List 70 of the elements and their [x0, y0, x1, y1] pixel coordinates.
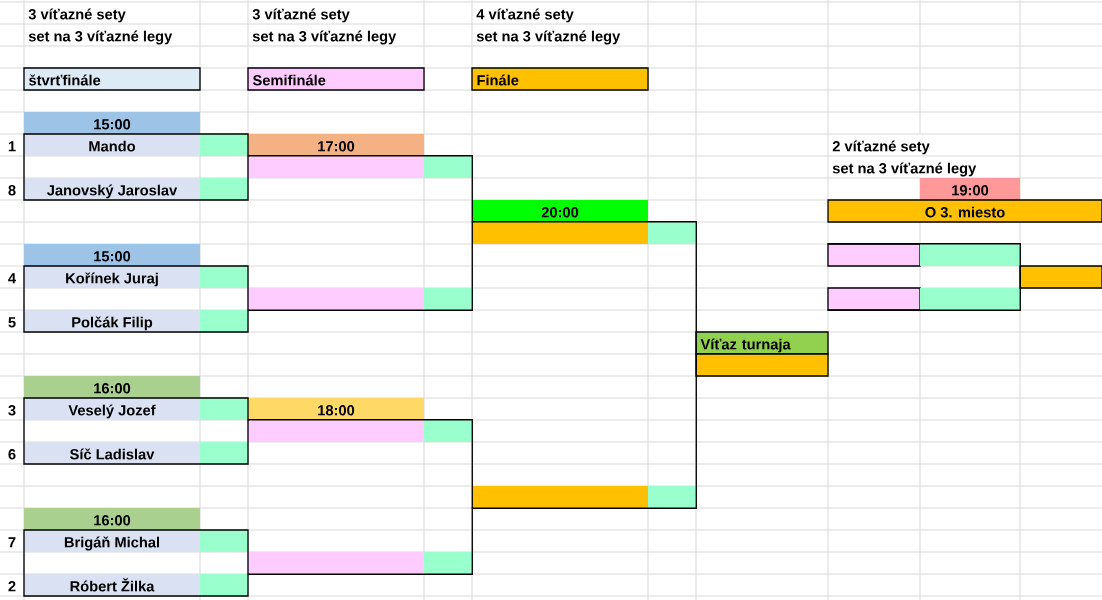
- player-cell: Síč Ladislav: [24, 442, 200, 464]
- score-cell: [200, 398, 248, 420]
- seed-number: 3: [8, 405, 16, 416]
- name-slot: [248, 420, 424, 442]
- score-cell: [424, 552, 472, 574]
- header-text: 4 víťazné sety: [476, 8, 574, 23]
- score-cell: [200, 530, 248, 552]
- seed-number: 5: [8, 317, 16, 328]
- name-slot: [472, 222, 648, 244]
- time-cell: 17:00: [248, 134, 424, 156]
- header-text: set na 3 víťazné legy: [832, 162, 977, 177]
- header-text: 3 víťazné sety: [252, 8, 350, 23]
- name-slot: [827, 287, 921, 311]
- bracket: [471, 221, 697, 509]
- time-cell: 16:00: [24, 508, 200, 530]
- score-cell: [648, 486, 696, 508]
- seed-number: 4: [8, 273, 16, 284]
- time-cell: 19:00: [920, 178, 1020, 200]
- player-cell: Mando: [24, 134, 200, 156]
- score-cell: [200, 574, 248, 596]
- winner-label: Víťaz turnaja: [695, 331, 829, 355]
- time-cell: 15:00: [24, 112, 200, 134]
- name-slot: [248, 156, 424, 178]
- score-cell: [200, 134, 248, 156]
- round-label: štvrťfinále: [23, 67, 201, 91]
- match-box: [23, 133, 249, 201]
- player-cell: Brigáň Michal: [24, 530, 200, 552]
- seed-number: 2: [8, 581, 16, 592]
- round-label: Finále: [471, 67, 649, 91]
- name-slot: [827, 243, 921, 267]
- score-cell: [424, 420, 472, 442]
- seed-number: 8: [8, 185, 16, 196]
- name-slot: [1019, 265, 1102, 289]
- match-box: [23, 529, 249, 597]
- round-label: Semifinále: [247, 67, 425, 91]
- name-slot: [248, 552, 424, 574]
- score-cell: [200, 310, 248, 332]
- name-slot: [472, 486, 648, 508]
- seed-number: 1: [8, 141, 16, 152]
- time-cell: 15:00: [24, 244, 200, 266]
- score-cell: [424, 156, 472, 178]
- header-text: set na 3 víťazné legy: [252, 30, 397, 45]
- match-box: [23, 265, 249, 333]
- name-slot: [248, 288, 424, 310]
- score-cell: [920, 244, 1020, 266]
- score-cell: [920, 288, 1020, 310]
- player-cell: Janovský Jaroslav: [24, 178, 200, 200]
- player-cell: Róbert Žilka: [24, 574, 200, 596]
- score-cell: [200, 178, 248, 200]
- time-cell: 20:00: [472, 200, 648, 222]
- player-cell: Veselý Jozef: [24, 398, 200, 420]
- score-cell: [200, 266, 248, 288]
- score-cell: [648, 222, 696, 244]
- header-text: set na 3 víťazné legy: [28, 30, 173, 45]
- bracket: [247, 419, 473, 575]
- player-cell: Kořínek Juraj: [24, 266, 200, 288]
- time-cell: 16:00: [24, 376, 200, 398]
- bracket: [247, 155, 473, 311]
- match-box: [23, 397, 249, 465]
- time-cell: 18:00: [248, 398, 424, 420]
- seed-number: 6: [8, 449, 16, 460]
- score-cell: [424, 288, 472, 310]
- name-slot: [695, 353, 829, 377]
- score-cell: [200, 442, 248, 464]
- match-title: O 3. miesto: [827, 199, 1102, 223]
- header-text: 2 víťazné sety: [832, 140, 930, 155]
- player-cell: Polčák Filip: [24, 310, 200, 332]
- header-text: 3 víťazné sety: [28, 8, 126, 23]
- seed-number: 7: [8, 537, 16, 548]
- header-text: set na 3 víťazné legy: [476, 30, 621, 45]
